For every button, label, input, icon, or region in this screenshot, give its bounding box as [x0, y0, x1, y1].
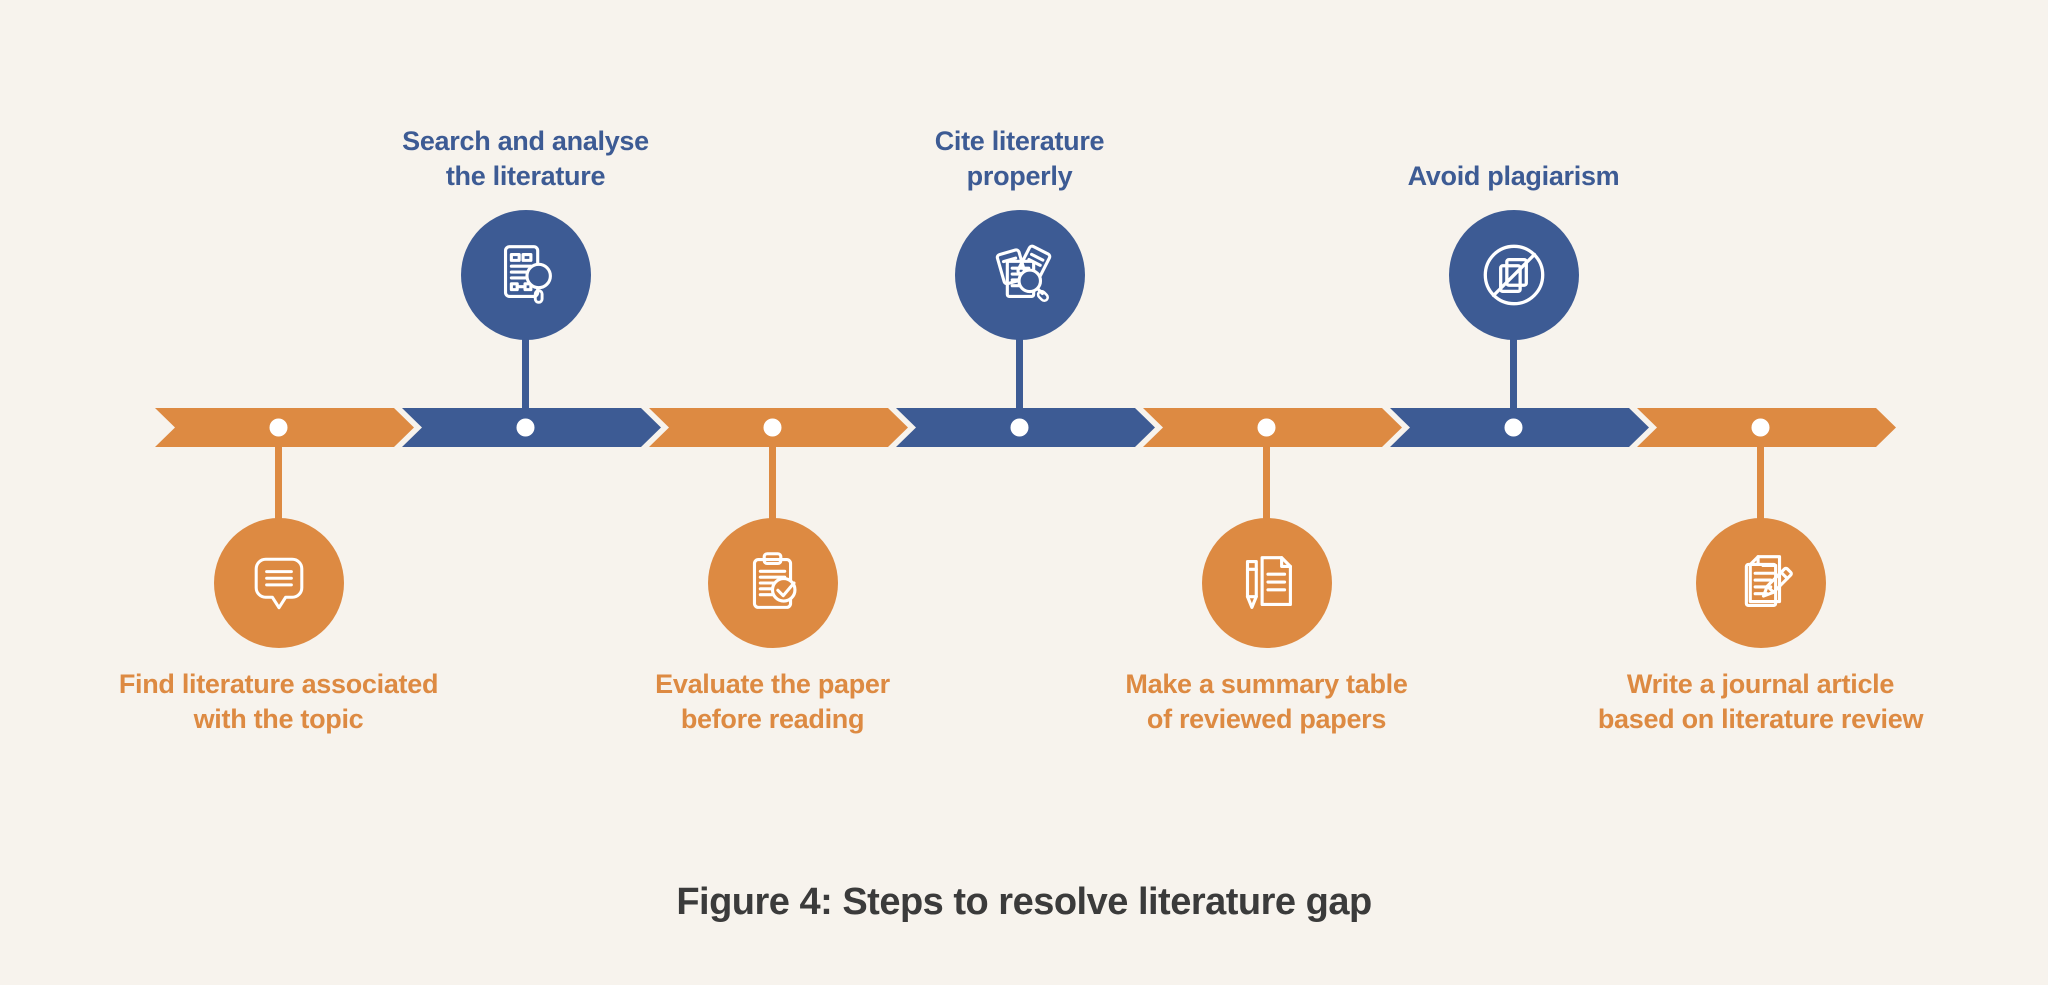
clipboard-check-icon [734, 544, 812, 622]
pen-document-icon [1228, 544, 1306, 622]
write-article-icon [1722, 544, 1800, 622]
step-3-circle [707, 518, 838, 648]
step-2-circle [460, 210, 591, 340]
speech-bubble-icon [241, 545, 317, 621]
step-4-circle [954, 210, 1085, 340]
figure-caption: Figure 4: Steps to resolve literature ga… [676, 881, 1372, 923]
timeline-dot-2 [516, 418, 535, 437]
timeline-dot-1 [269, 418, 288, 437]
document-search-icon [487, 236, 565, 314]
step-6-label: Avoid plagiarism [1407, 161, 1620, 191]
timeline-dot-5 [1257, 418, 1276, 437]
timeline-dot-4 [1010, 418, 1029, 437]
timeline-dot-6 [1504, 418, 1523, 437]
no-plagiarism-icon [1473, 234, 1555, 316]
step-7-circle [1695, 518, 1826, 648]
step-6-circle [1448, 210, 1579, 340]
timeline-dot-7 [1751, 418, 1770, 437]
step-5-circle [1201, 518, 1332, 648]
cite-literature-icon [981, 236, 1059, 314]
step-1-circle [213, 518, 344, 648]
timeline-dot-3 [763, 418, 782, 437]
